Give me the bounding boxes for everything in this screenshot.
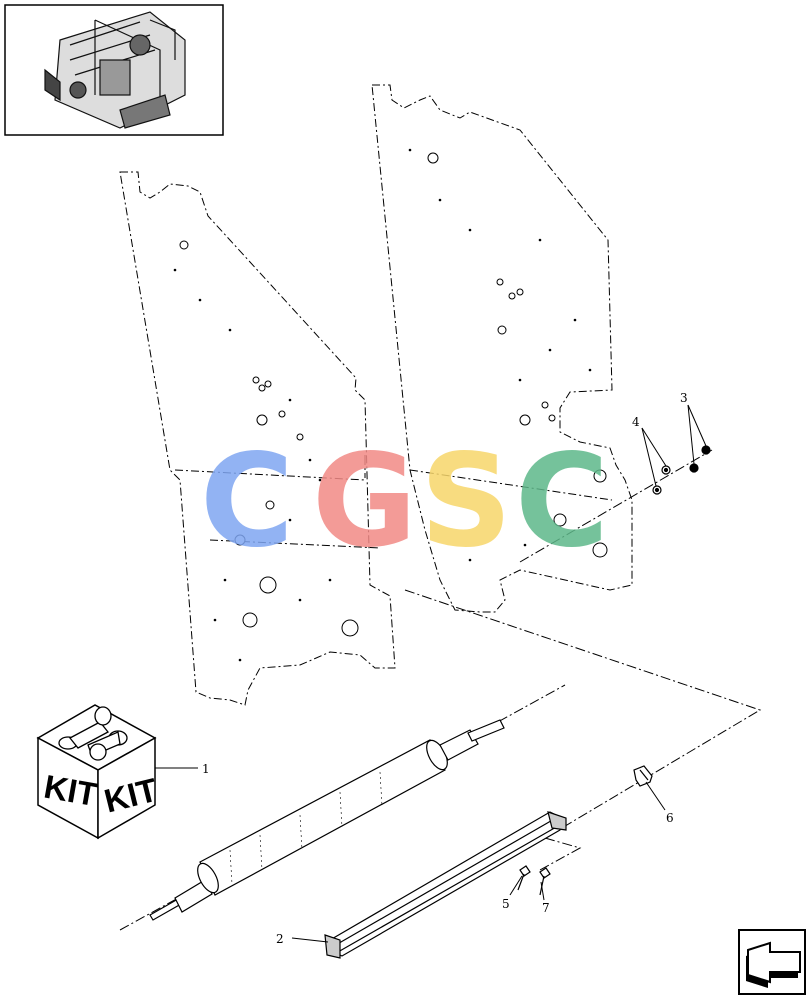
callout-3: 3 (680, 391, 688, 405)
right-panel-holes (427, 152, 608, 558)
arrow-icon[interactable] (738, 929, 806, 995)
left-panel-dots (173, 268, 332, 662)
callout-5: 5 (502, 897, 510, 911)
watermark-letter-c2: C (515, 427, 609, 576)
callout-leaders (155, 404, 707, 943)
nuts-washers (652, 445, 711, 495)
callout-7: 7 (542, 901, 550, 915)
bolts (517, 865, 551, 896)
callout-1: 1 (202, 762, 210, 776)
kit-box-icon: KIT KIT (36, 704, 161, 840)
watermark-letter-c1: C (200, 427, 294, 576)
watermark-letter-g: G (312, 427, 417, 576)
right-side-panel (371, 84, 633, 613)
right-panel-dots (408, 148, 592, 562)
callout-numbers: 1 2 3 4 5 6 7 (202, 391, 688, 946)
scraper-bar (324, 811, 567, 959)
callout-4: 4 (632, 415, 640, 429)
callout-6: 6 (666, 811, 674, 825)
clip-part (633, 765, 653, 787)
watermark: C G S C (200, 427, 609, 576)
left-panel-holes (179, 240, 359, 637)
machine-overview-thumbnail (4, 4, 224, 136)
callout-2: 2 (276, 932, 284, 946)
kit-label-left: KIT (41, 768, 100, 814)
roller-shaft (149, 719, 505, 921)
watermark-letter-s: S (420, 427, 512, 576)
